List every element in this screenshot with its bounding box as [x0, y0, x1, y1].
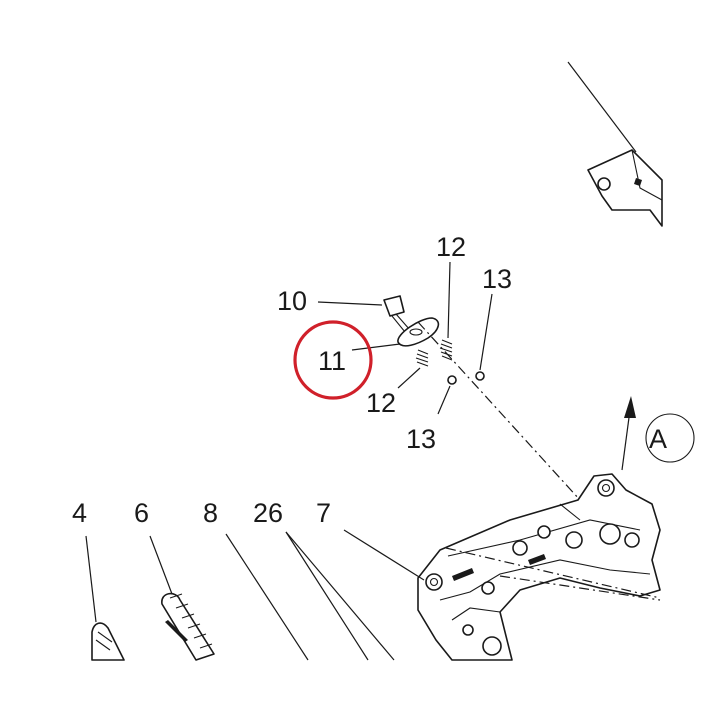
view-arrow	[621, 396, 636, 471]
callout-10: 10	[277, 286, 307, 316]
spring-part-upper	[439, 261, 453, 361]
upper-bracket-part	[567, 61, 663, 227]
part-4	[85, 535, 125, 661]
view-reference-label: A	[649, 424, 667, 454]
bolt-part	[317, 295, 411, 333]
washer-plate-part	[351, 317, 440, 351]
callout-26: 26	[253, 498, 283, 528]
callout-4: 4	[72, 498, 87, 528]
callout-11: 11	[318, 346, 346, 376]
frame-part	[417, 473, 661, 661]
callout-13-bottom: 13	[406, 424, 436, 454]
spring-part-lower	[397, 349, 429, 389]
callout-7: 7	[316, 498, 331, 528]
view-reference-badge: A	[645, 413, 695, 463]
leaders-8-26-7	[225, 529, 425, 661]
part-6-chain	[149, 535, 215, 661]
callout-13-top: 13	[482, 264, 512, 294]
highlight-ring	[293, 320, 373, 400]
callout-8: 8	[203, 498, 218, 528]
callout-12-bottom: 12	[366, 388, 396, 418]
assembly-axis	[417, 321, 601, 523]
callout-6: 6	[134, 498, 149, 528]
highlighted-callout-11: 11	[293, 320, 373, 400]
callout-12-top: 12	[436, 232, 466, 262]
small-ring-parts	[437, 293, 493, 415]
